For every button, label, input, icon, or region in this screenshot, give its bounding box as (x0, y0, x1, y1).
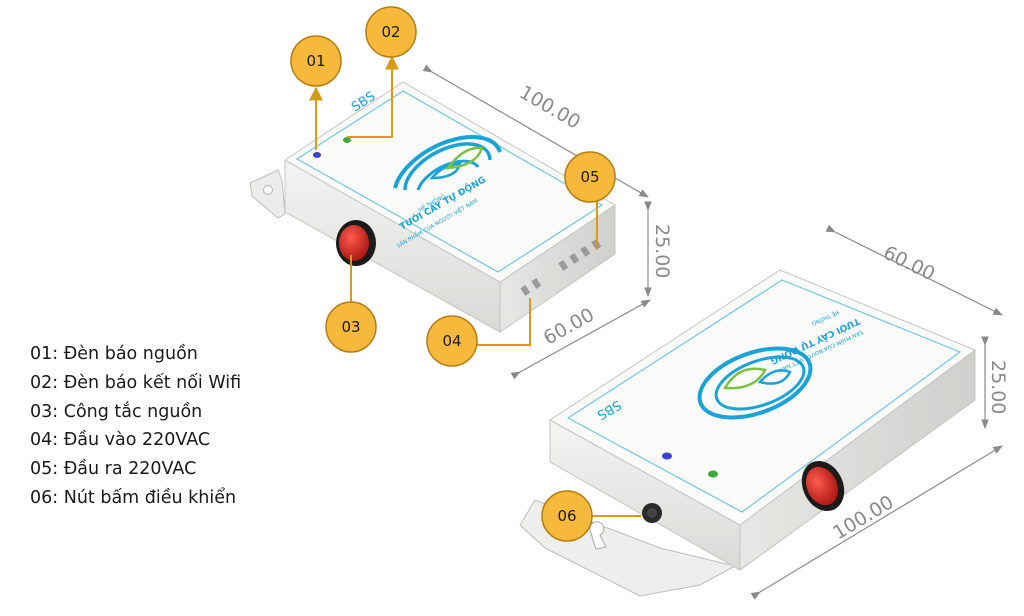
wifi-led (343, 137, 351, 143)
control-button-cap (647, 508, 657, 518)
legend-item-output-220vac: 05: Đầu ra 220VAC (30, 459, 197, 480)
callout-03: 03 (325, 301, 377, 353)
legend-item-wifi-led: 02: Đèn báo kết nối Wifi (30, 372, 242, 393)
device-bottom-label-border (566, 279, 962, 513)
callout-02-label: 02 (381, 23, 400, 41)
power-led (662, 452, 672, 460)
callout-bubbles: 01 02 03 04 05 06 (290, 6, 616, 542)
drop-icon (757, 369, 792, 385)
device-bottom-top-face (549, 269, 977, 526)
dim-bottom-length-line (750, 445, 1003, 600)
callout-03-label: 03 (341, 318, 360, 336)
power-led (313, 152, 321, 158)
legend: 01: Đèn báo nguồn 02: Đèn báo kết nối Wi… (30, 340, 241, 513)
legend-item-control-button: 06: Nút bấm điều khiển (30, 487, 237, 508)
dim-top-width-line (510, 299, 651, 380)
callout-02: 02 (365, 6, 417, 58)
callout-05-label: 05 (580, 168, 599, 186)
leaf-icon (722, 367, 767, 390)
legend-item-input-220vac: 04: Đầu vào 220VAC (30, 430, 211, 451)
device-bottom-logo (697, 346, 813, 420)
callout-05: 05 (564, 151, 616, 203)
device-top-label-border (295, 90, 604, 273)
dim-bottom-width-line (825, 224, 1003, 316)
dim-top-width: 60.00 (540, 304, 598, 350)
callout-06-label: 06 (557, 507, 576, 525)
dim-top-height: 25.00 (651, 224, 673, 278)
power-switch (339, 225, 369, 261)
input-sockets (520, 278, 542, 296)
callout-04-label: 04 (442, 332, 461, 350)
wifi-led (708, 470, 718, 478)
dim-bottom-width: 60.00 (880, 242, 939, 286)
callout-01-label: 01 (306, 52, 325, 70)
callout-04: 04 (426, 315, 478, 367)
mounting-hole (263, 185, 273, 195)
legend-item-power-switch: 03: Công tắc nguồn (30, 401, 203, 422)
dim-bottom-height: 25.00 (987, 360, 1009, 414)
leader-02 (347, 55, 399, 138)
leader-04 (476, 298, 531, 346)
callout-01: 01 (290, 35, 342, 87)
callout-06: 06 (541, 490, 593, 542)
legend-item-power-led: 01: Đèn báo nguồn (30, 344, 198, 364)
